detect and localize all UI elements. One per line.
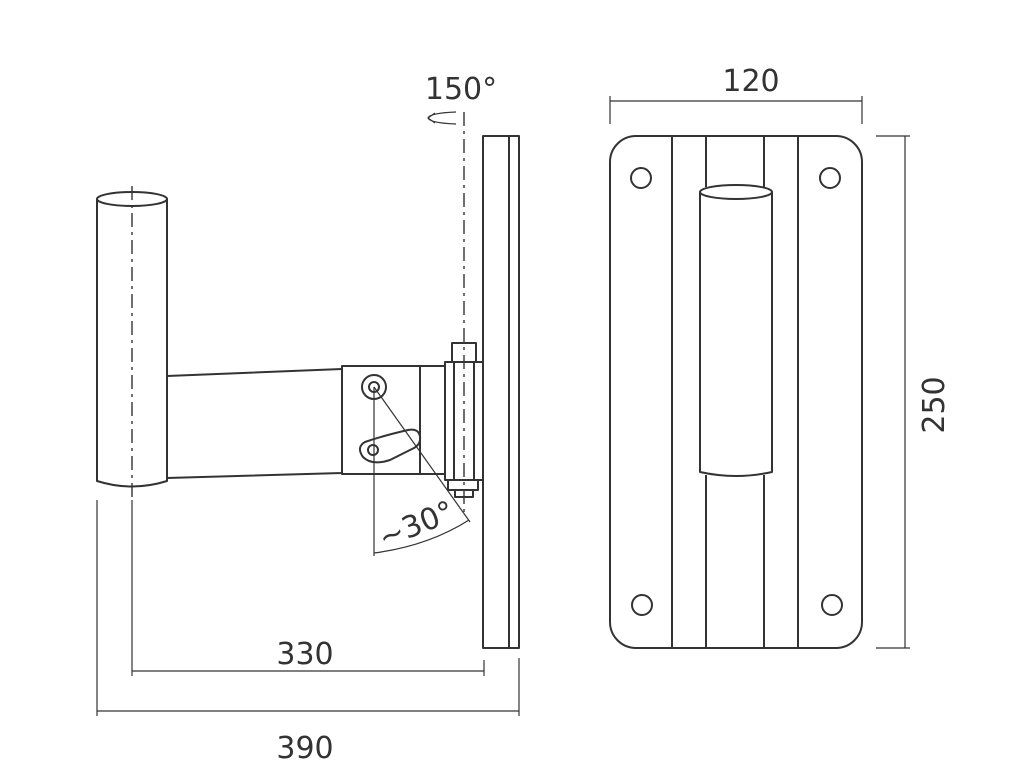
plate-width-dimension: 120 [609, 64, 863, 124]
tilt-angle-label: ~30° [374, 494, 460, 556]
plate-width-label: 120 [722, 64, 779, 99]
total-depth-label: 390 [276, 731, 333, 766]
tilt-bracket [341, 365, 446, 475]
plate-height-label: 250 [917, 376, 952, 433]
front-view: 120 250 [609, 64, 952, 649]
wall-plate-side [482, 135, 520, 649]
plate-height-dimension: 250 [876, 135, 952, 649]
side-view: 150° ~30° 330 390 [96, 72, 520, 766]
total-depth-dimension: 390 [96, 500, 520, 766]
mounting-hole-bottom-right [821, 594, 843, 616]
rotation-angle-label: 150° [425, 72, 497, 107]
arm-length-dimension: 330 [131, 500, 485, 676]
mounting-hole-top-right [819, 167, 841, 189]
rotation-arrow [427, 111, 457, 125]
arm-length-label: 330 [276, 637, 333, 672]
mounting-hole-top-left [630, 167, 652, 189]
mounting-hole-bottom-left [631, 594, 653, 616]
support-arm [166, 368, 343, 479]
wall-plate-front [609, 135, 863, 649]
tilt-angle-indicator: ~30° [373, 386, 471, 556]
hinge-tube-front [699, 184, 773, 477]
